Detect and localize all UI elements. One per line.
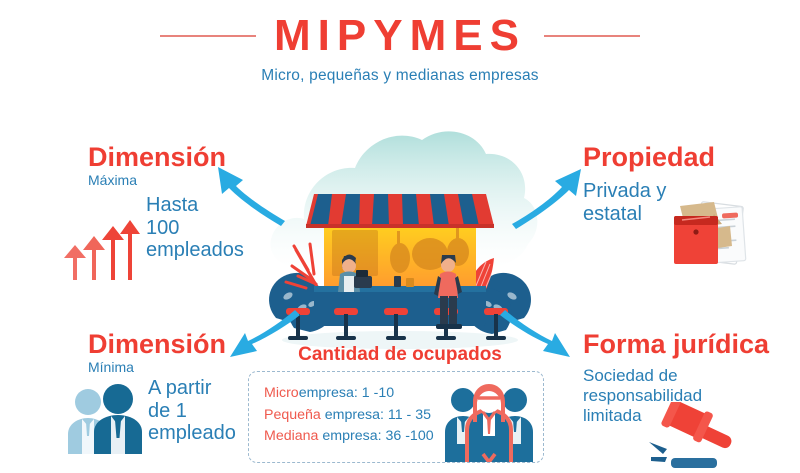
row-label-red: Mediana <box>264 428 319 444</box>
row-value: 36 -100 <box>385 428 434 444</box>
body-line: de 1 <box>148 399 187 422</box>
rule-left <box>160 35 257 37</box>
list-item: Mediana empresa: 36 -100 <box>264 426 434 448</box>
quadrant-title: Forma jurídica <box>583 329 770 359</box>
row-label-red: Pequeña <box>264 406 321 423</box>
list-item: Microempresa: 1 -10 <box>264 383 434 405</box>
arrow-up-right-icon <box>512 169 581 229</box>
cantidad-box: Microempresa: 1 -10 Pequeña empresa: 11 … <box>248 371 544 463</box>
row-label-red: Micro <box>264 385 299 401</box>
body-line: Sociedad de responsabilidad <box>583 366 703 406</box>
quadrant-title: Propiedad <box>583 142 716 172</box>
row-label-blue: empresa: <box>298 385 358 401</box>
documents-folder-icon <box>660 196 748 273</box>
page-subtitle: Micro, pequeñas y medianas empresas <box>261 67 539 84</box>
row-label-blue: empresa: <box>322 428 382 444</box>
body-line: A partir <box>148 377 212 400</box>
quadrant-body: Privada y estatal <box>583 180 715 225</box>
title-row: MIPYMES <box>0 14 800 58</box>
quadrant-title: Dimensión <box>88 142 227 172</box>
list-item: Pequeña empresa: 11 - 35 <box>264 405 434 427</box>
header: MIPYMES Micro, pequeñas y medianas empre… <box>0 14 800 85</box>
body-line: Privada y <box>583 180 667 203</box>
quadrant-bottom-left: Dimensión Mínima A partir de 1 empleado <box>88 330 236 445</box>
cantidad-title: Cantidad de ocupados <box>298 344 502 365</box>
page-title: MIPYMES <box>274 11 526 60</box>
row-value: 1 -10 <box>361 385 395 401</box>
food-stall-illustration <box>258 118 542 355</box>
cantidad-rows: Microempresa: 1 -10 Pequeña empresa: 11 … <box>264 383 434 448</box>
people-group-icon <box>443 382 535 467</box>
body-line: limitada <box>583 406 642 426</box>
two-people-icon <box>66 382 144 459</box>
quadrant-body: A partir de 1 empleado <box>148 377 236 444</box>
body-line: Hasta <box>146 194 199 217</box>
quadrant-body: Hasta 100 empleados <box>146 194 244 261</box>
row-value: 11 - 35 <box>387 406 431 423</box>
arrow-down-left-icon <box>230 310 300 357</box>
quadrant-title: Dimensión <box>88 329 227 359</box>
quadrant-top-right: Propiedad Privada y estatal <box>583 143 715 225</box>
quadrant-subtitle: Máxima <box>88 172 138 189</box>
body-line: empleado <box>148 422 236 445</box>
row-label-blue: empresa: <box>324 406 384 423</box>
arrow-down-right-icon <box>500 310 570 357</box>
rule-right <box>543 35 640 37</box>
body-line: 100 <box>146 216 180 239</box>
quadrant-top-left: Dimensión Máxima Hasta 100 empleados <box>88 143 244 262</box>
body-line: estatal <box>583 202 642 225</box>
body-line: empleados <box>146 239 244 262</box>
arrow-up-left-icon <box>218 167 285 226</box>
ascending-arrows-icon <box>62 218 140 285</box>
quadrant-subtitle: Mínima <box>88 359 134 376</box>
quadrant-bottom-right: Forma jurídica Sociedad de responsabilid… <box>583 330 800 426</box>
gavel-icon <box>641 396 741 473</box>
quadrant-body: Sociedad de responsabilidad limitada <box>583 366 800 426</box>
